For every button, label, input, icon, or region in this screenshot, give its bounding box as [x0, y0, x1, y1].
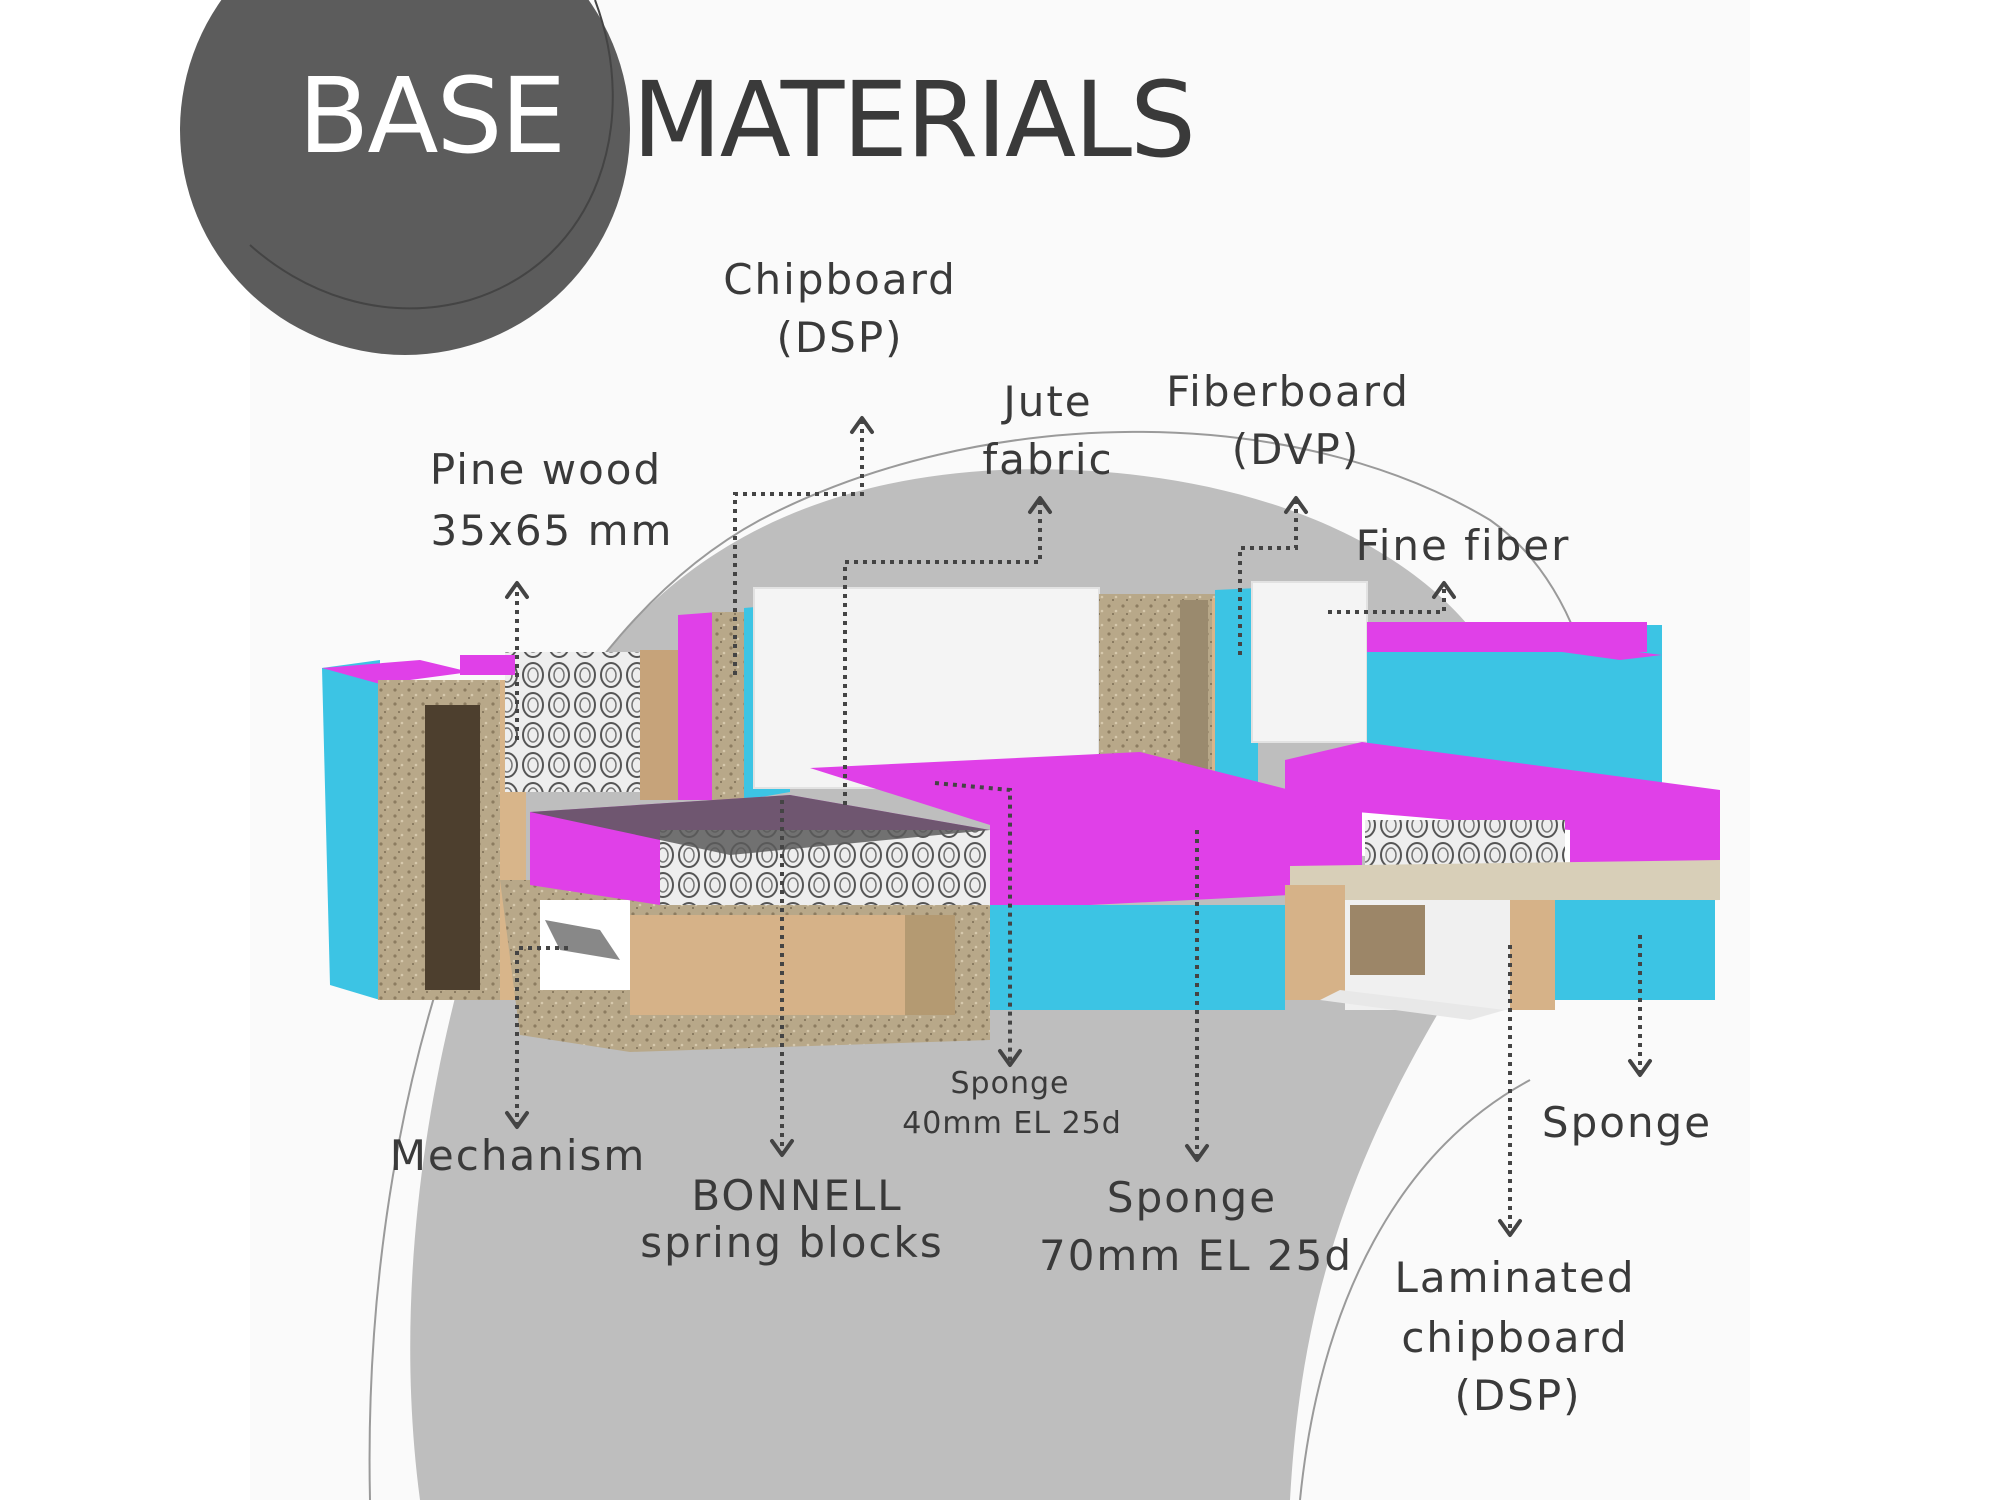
- label-fine-fiber: Fine fiber: [1356, 521, 1571, 570]
- svg-text:(DVP): (DVP): [1232, 425, 1360, 474]
- svg-text:Chipboard: Chipboard: [723, 255, 957, 304]
- svg-text:35x65 mm: 35x65 mm: [431, 506, 674, 555]
- label-sponge: Sponge: [1542, 1098, 1712, 1147]
- svg-text:Sponge: Sponge: [951, 1066, 1070, 1101]
- svg-text:chipboard: chipboard: [1401, 1313, 1628, 1362]
- svg-text:Mechanism: Mechanism: [390, 1131, 647, 1180]
- svg-text:Sponge: Sponge: [1107, 1173, 1277, 1222]
- svg-text:Pine wood: Pine wood: [430, 445, 662, 494]
- title-circle-outline: [249, 0, 614, 310]
- svg-text:(DSP): (DSP): [1454, 1371, 1581, 1420]
- svg-text:40mm EL 25d: 40mm EL 25d: [902, 1106, 1122, 1141]
- svg-text:fabric: fabric: [982, 435, 1113, 484]
- svg-text:Laminated: Laminated: [1394, 1253, 1635, 1302]
- svg-text:Fiberboard: Fiberboard: [1166, 367, 1410, 416]
- svg-text:Fine fiber: Fine fiber: [1356, 521, 1571, 570]
- svg-text:BONNELL: BONNELL: [691, 1171, 902, 1220]
- svg-text:spring blocks: spring blocks: [640, 1218, 943, 1267]
- label-jute-fabric: Jute fabric: [982, 377, 1113, 484]
- label-mechanism: Mechanism: [390, 1131, 647, 1180]
- label-fiberboard: Fiberboard (DVP): [1166, 367, 1410, 474]
- svg-text:Sponge: Sponge: [1542, 1098, 1712, 1147]
- label-chipboard: Chipboard (DSP): [723, 255, 957, 362]
- label-sponge-40mm: Sponge 40mm EL 25d: [902, 1066, 1122, 1141]
- label-pine-wood: Pine wood 35x65 mm: [430, 445, 674, 555]
- label-sponge-70mm: Sponge 70mm EL 25d: [1039, 1173, 1353, 1280]
- svg-text:70mm EL 25d: 70mm EL 25d: [1039, 1231, 1353, 1280]
- title-materials: MATERIALS: [632, 59, 1194, 181]
- decorative-curve: [1299, 1079, 1531, 1500]
- leader-lines: [505, 416, 1652, 1237]
- title-base: BASE: [298, 55, 564, 177]
- label-bonnell: BONNELL spring blocks: [640, 1171, 943, 1267]
- svg-text:(DSP): (DSP): [776, 313, 903, 362]
- sofa-cross-section: [322, 581, 1720, 1052]
- svg-text:Jute: Jute: [1000, 377, 1092, 426]
- title-circle: [180, 0, 630, 355]
- label-laminated-chipboard: Laminated chipboard (DSP): [1394, 1253, 1635, 1420]
